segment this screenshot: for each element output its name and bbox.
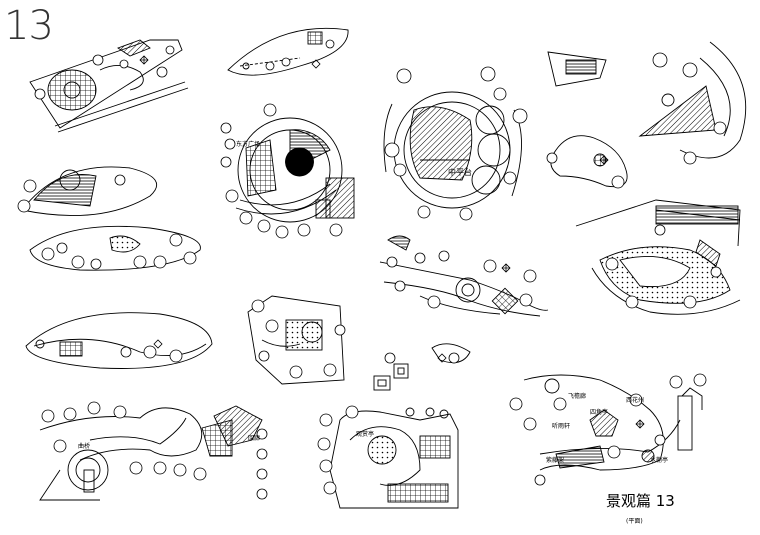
sheet-title: 景观篇 13 — [606, 492, 675, 510]
plan-15-winding-river — [39, 405, 263, 501]
plan-13-square-plaza — [247, 295, 345, 385]
label-wisteria: 紫藤架 — [546, 456, 564, 464]
tree-symbols — [17, 39, 727, 500]
plan-3-fan-lens — [21, 166, 158, 217]
plan-labels: 中平台 观赏亭 曲桥 回廊 飞檐廊 西花州 听雨轩 紫藤架 水榭亭 东方广场 四… — [78, 140, 668, 464]
plan-8-triangle-court — [547, 51, 607, 87]
label-flyover: 飞檐廊 — [568, 392, 586, 400]
shrub-symbols — [139, 55, 645, 429]
label-water-pavilion: 水榭亭 — [650, 456, 668, 464]
plan-11-river-walk — [379, 235, 549, 317]
plan-12-building-park — [575, 199, 741, 315]
plan-4-tree-lens — [29, 225, 201, 271]
label-west-flower: 西花州 — [626, 396, 644, 404]
sheet-subtitle: (平面) — [626, 518, 643, 525]
plan-5-path-lens — [25, 312, 213, 369]
label-center-square: 中平台 — [448, 167, 472, 177]
plan-17-pavilion-park — [523, 374, 703, 471]
plan-14-square-pavers — [373, 343, 471, 391]
label-bridge: 曲桥 — [78, 442, 90, 450]
label-pavilion-a: 观赏亭 — [356, 430, 374, 438]
label-listen-rain: 听雨轩 — [552, 422, 570, 430]
plan-6-round-plaza — [235, 117, 355, 223]
label-corridor: 回廊 — [248, 434, 260, 442]
sheet-number: 13 — [4, 3, 54, 49]
plan-1-diagonal-garden — [29, 39, 189, 133]
plan-7-central-circle — [383, 91, 522, 209]
label-east-square: 东方广场 — [236, 140, 260, 148]
plan-16-pavilion-garden — [329, 407, 459, 509]
label-pavilion-b: 四角亭 — [590, 408, 608, 416]
plan-2-lens-garden — [227, 27, 349, 76]
plan-9-arc-garden — [638, 41, 747, 159]
